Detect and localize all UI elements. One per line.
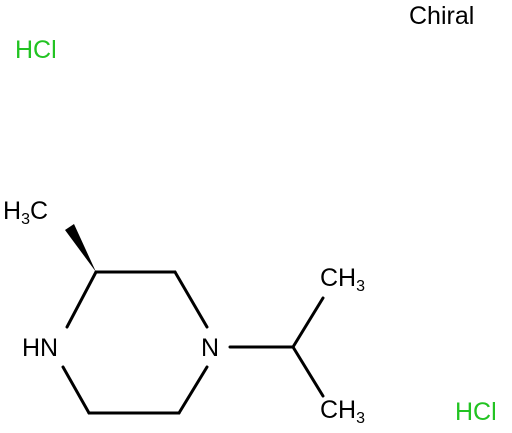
methyl-top-label: CH3	[320, 264, 365, 295]
nh-label: HN	[22, 334, 58, 362]
bonds	[61, 270, 325, 415]
methyl-bottom-label: CH3	[320, 396, 365, 427]
bond-ch-methyl-bottom	[291, 345, 325, 398]
bond-n4-c5	[177, 365, 209, 415]
bond-n1-c2	[65, 270, 98, 329]
hcl-label-bottom: HCl	[455, 398, 497, 426]
wedge-bond-methyl	[65, 224, 96, 272]
hcl-label-top: HCl	[15, 36, 57, 64]
chiral-label: Chiral	[409, 2, 474, 30]
methyl-label: H3C	[3, 197, 48, 228]
bond-c3-n4	[173, 270, 209, 329]
bond-c6-n1	[61, 365, 91, 415]
bond-ch-methyl-top	[291, 296, 325, 349]
n-label: N	[201, 334, 219, 362]
